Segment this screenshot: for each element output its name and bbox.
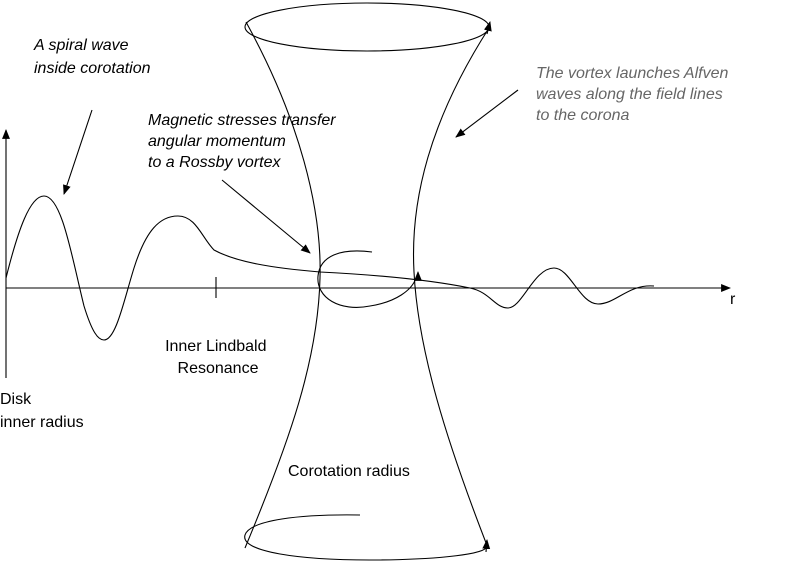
magnetic-pointer [221, 179, 311, 254]
disk-label: Disk inner radius [0, 391, 84, 431]
bottom-ellipse [244, 514, 487, 561]
rossby-vortex-loop [317, 250, 417, 308]
axis-r-label: r [730, 291, 736, 308]
top-ellipse [244, 2, 490, 52]
bottom-ellipse-arrow [482, 539, 491, 553]
flux-tube-right-edge [412, 27, 490, 549]
vortex-launch-label: The vortex launches Alfven waves along t… [536, 65, 733, 124]
lindblad-label: Inner Lindbald Resonance [165, 338, 271, 377]
flux-tube-left-edge [244, 21, 321, 549]
spiral-wave-pointer [63, 109, 93, 195]
spiral-wave-label: A spiral wave inside corotation [33, 37, 151, 77]
magnetic-stress-label: Magnetic stresses transfer angular momen… [148, 112, 340, 171]
spiral-wave-curve [5, 195, 655, 341]
vortex-pointer [455, 89, 519, 138]
corotation-label: Corotation radius [288, 463, 410, 480]
